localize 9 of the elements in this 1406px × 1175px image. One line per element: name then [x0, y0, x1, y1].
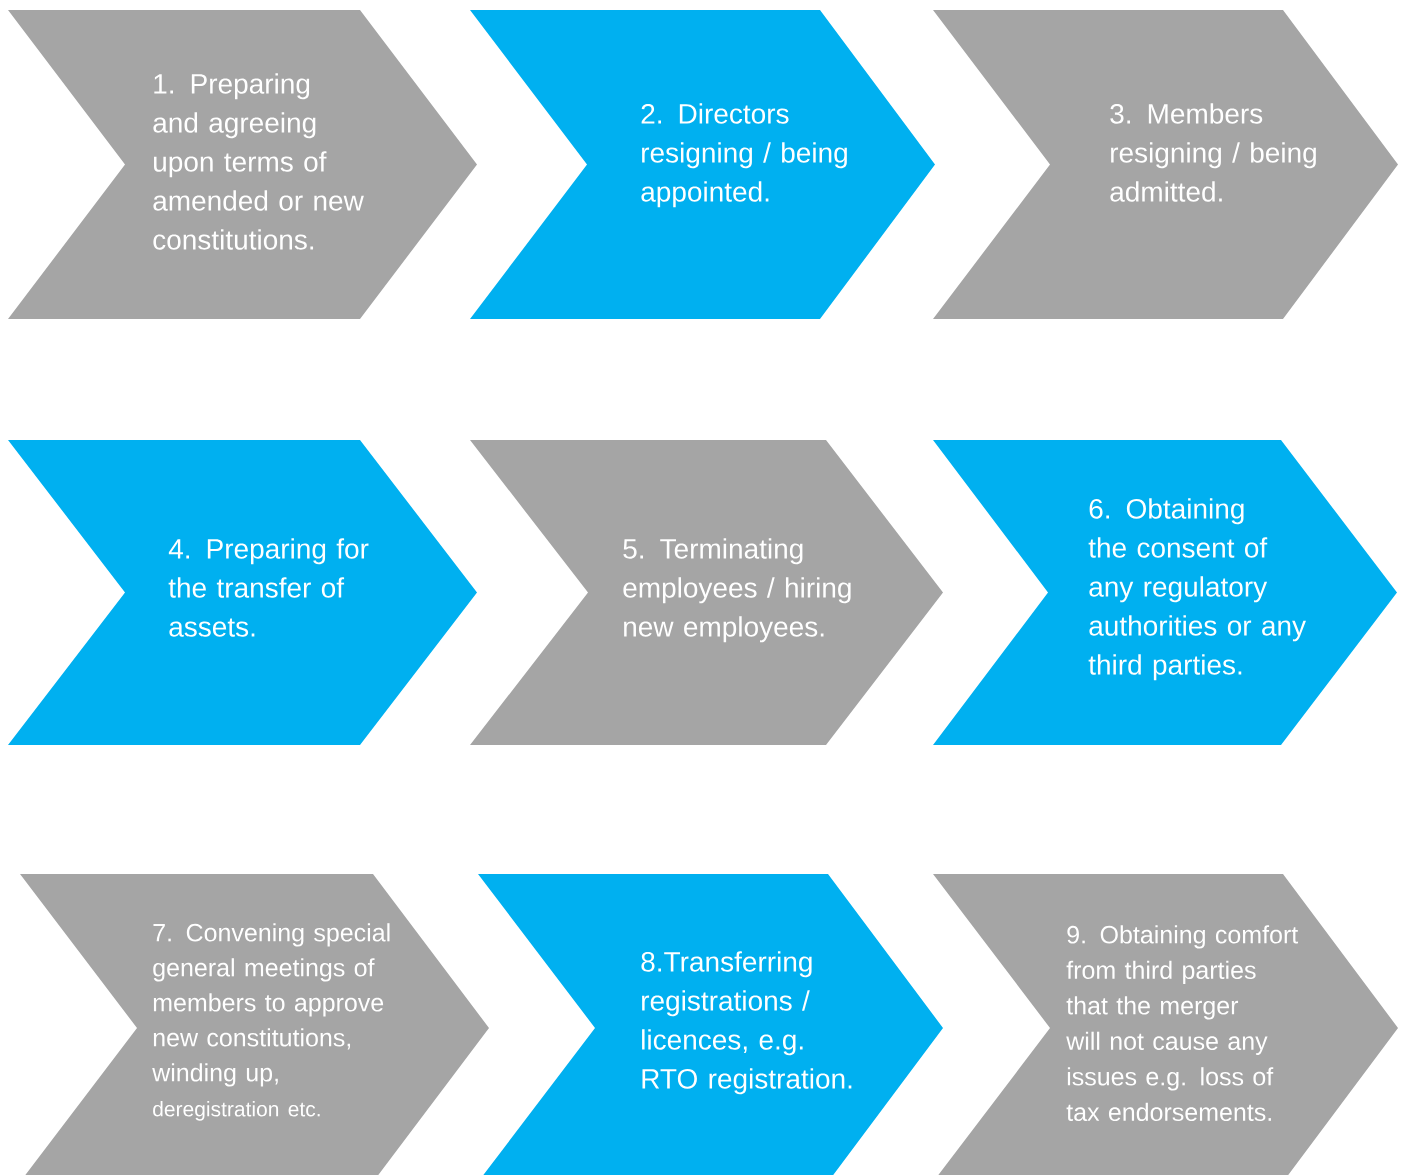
chevron-step: 5. Terminating employees / hiring new employees. [470, 440, 943, 745]
chevron-step: 9. Obtaining comfort from third parties that the merger will not cause any issues e.g. loss of tax endorsements. [933, 874, 1398, 1175]
chevron-step: 2. Directors resigning / being appointed. [470, 10, 935, 319]
chevron-step: 4. Preparing for the transfer of assets. [8, 440, 477, 745]
chevron-step: 6. Obtaining the consent of any regulatory authorities or any third parties. [933, 440, 1397, 745]
chevron-step: 7. Convening special general meetings of members to approve new constitutions, winding up, deregistration etc. [20, 874, 489, 1175]
chevron-step: 1. Preparing and agreeing upon terms of amended or new constitutions. [8, 10, 477, 319]
chevron-step: 3. Members resigning / being admitted. [933, 10, 1398, 319]
chevron-step: 8.Transferring registrations / licences, e.g. RTO registration. [478, 874, 943, 1175]
